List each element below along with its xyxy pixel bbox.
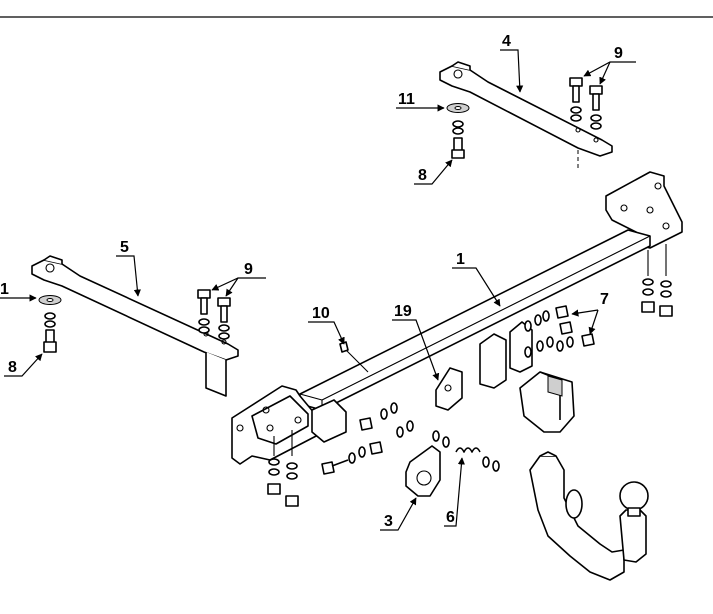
callout-1-main: 1 [452, 251, 501, 307]
end-plate-hardware [267, 244, 673, 507]
callout-8-left: 8 [4, 353, 43, 377]
right-side-bracket [439, 61, 613, 157]
callout-4: 4 [500, 33, 524, 93]
callout-11: 11 [396, 91, 445, 112]
svg-text:1: 1 [0, 281, 9, 298]
receiver-housing [519, 371, 575, 433]
right-bracket-hardware [446, 77, 603, 159]
svg-text:4: 4 [502, 33, 511, 50]
svg-text:5: 5 [120, 239, 129, 256]
main-cross-beam [231, 171, 683, 465]
beam-mounting-tabs [435, 321, 533, 411]
svg-text:3: 3 [384, 513, 393, 530]
svg-text:7: 7 [600, 291, 609, 308]
socket-plate [405, 445, 441, 497]
svg-text:19: 19 [394, 303, 412, 320]
svg-text:1: 1 [456, 251, 465, 268]
callout-10: 10 [308, 305, 345, 345]
svg-text:10: 10 [312, 305, 330, 322]
callout-8-top: 8 [414, 159, 453, 185]
svg-text:11: 11 [398, 91, 415, 108]
callout-9-top: 9 [583, 45, 636, 85]
rear-bolt-set [524, 305, 595, 358]
svg-text:9: 9 [614, 45, 623, 62]
callout-5: 5 [116, 239, 141, 297]
svg-text:9: 9 [244, 261, 253, 278]
callout-19: 19 [392, 303, 440, 381]
callout-7: 7 [571, 291, 609, 335]
spring-set [432, 430, 500, 472]
front-bolt-set [321, 402, 414, 475]
callout-9-left: 9 [211, 261, 266, 297]
svg-text:8: 8 [8, 359, 17, 376]
svg-text:8: 8 [418, 167, 427, 184]
left-bracket-hardware [38, 289, 231, 353]
callout-1-left: 1 [0, 281, 37, 302]
callout-6: 6 [444, 457, 466, 527]
left-side-bracket [31, 255, 239, 397]
svg-text:6: 6 [446, 509, 455, 526]
callout-3: 3 [380, 497, 417, 531]
detachable-towball [529, 451, 649, 581]
